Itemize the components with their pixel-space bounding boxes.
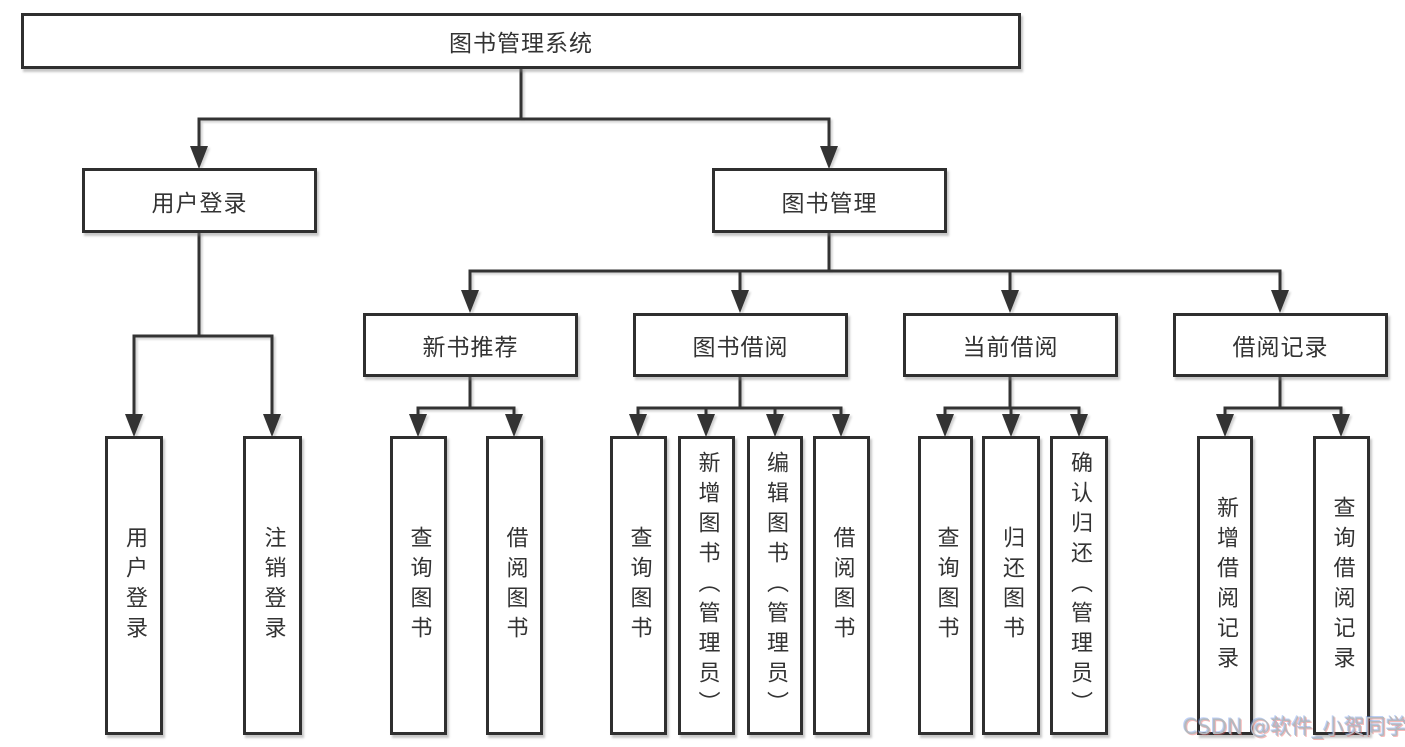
arrowhead xyxy=(1001,290,1019,313)
node-user-login-label: 用户登录 xyxy=(151,190,248,217)
leaf-edit-books-label: 编辑图书（管理员） xyxy=(763,450,788,721)
connector-book-borrow-to-leaves xyxy=(629,375,850,437)
leaf-borrow-books-2: 借阅图书 xyxy=(813,436,870,735)
watermark: CSDN @软件_小贺同学 xyxy=(1183,715,1405,739)
arrowhead xyxy=(820,146,838,169)
node-new-book-rec-label: 新书推荐 xyxy=(422,335,519,361)
leaf-query-books-2-label: 查询图书 xyxy=(626,525,652,646)
arrowhead xyxy=(697,414,715,437)
leaf-user-login: 用户登录 xyxy=(105,436,163,735)
node-current-borrow-label: 当前借阅 xyxy=(962,335,1059,361)
leaf-query-books-1: 查询图书 xyxy=(390,436,447,735)
node-user-login: 用户登录 xyxy=(82,168,317,233)
arrowhead xyxy=(1332,414,1350,437)
leaf-confirm-return: 确认归还（管理员） xyxy=(1050,436,1108,735)
leaf-query-books-1-label: 查询图书 xyxy=(406,525,432,646)
connector-book-mgmt-to-level3 xyxy=(461,231,1289,313)
connector-current-borrow-to-leaves xyxy=(936,375,1088,437)
node-book-mgmt: 图书管理 xyxy=(712,168,947,233)
leaf-query-books-2: 查询图书 xyxy=(610,436,667,735)
leaf-logout: 注销登录 xyxy=(243,436,302,735)
node-new-book-rec: 新书推荐 xyxy=(363,313,578,377)
leaf-query-books-3-label: 查询图书 xyxy=(933,525,959,646)
connector-new-book-rec-to-leaves xyxy=(409,375,523,437)
leaf-borrow-books-1-label: 借阅图书 xyxy=(502,525,528,646)
connector-borrow-records-to-leaves xyxy=(1216,375,1350,437)
leaf-add-books: 新增图书（管理员） xyxy=(678,436,735,735)
leaf-confirm-return-label: 确认归还（管理员） xyxy=(1067,450,1092,721)
node-book-mgmt-label: 图书管理 xyxy=(781,190,878,217)
arrowhead xyxy=(1216,414,1234,437)
leaf-logout-label: 注销登录 xyxy=(260,525,286,646)
arrowhead xyxy=(461,290,479,313)
arrowhead xyxy=(731,290,749,313)
arrowhead xyxy=(766,414,784,437)
arrowhead xyxy=(1002,414,1020,437)
leaf-query-borrow-record-label: 查询借阅记录 xyxy=(1329,495,1355,676)
connector-user-login-to-leaves xyxy=(125,231,281,437)
connector-root-to-level2 xyxy=(190,67,838,169)
leaf-borrow-books-2-label: 借阅图书 xyxy=(829,525,855,646)
leaf-add-borrow-record-label: 新增借阅记录 xyxy=(1213,495,1238,676)
arrowhead xyxy=(936,414,954,437)
arrowhead xyxy=(409,414,427,437)
leaf-return-books-label: 归还图书 xyxy=(999,525,1024,646)
node-root: 图书管理系统 xyxy=(21,13,1021,69)
arrowhead xyxy=(1070,414,1088,437)
node-book-borrow-label: 图书借阅 xyxy=(692,335,789,361)
leaf-query-borrow-record: 查询借阅记录 xyxy=(1313,436,1370,735)
leaf-add-borrow-record: 新增借阅记录 xyxy=(1197,436,1253,735)
leaf-query-books-3: 查询图书 xyxy=(918,436,973,735)
arrowhead xyxy=(190,146,208,169)
node-borrow-records: 借阅记录 xyxy=(1173,313,1388,377)
arrowhead xyxy=(832,414,850,437)
leaf-return-books: 归还图书 xyxy=(982,436,1040,735)
arrowhead xyxy=(1271,290,1289,313)
arrowhead xyxy=(263,414,281,437)
arrowhead xyxy=(505,414,523,437)
arrowhead xyxy=(125,414,143,437)
leaf-user-login-label: 用户登录 xyxy=(122,525,147,646)
node-borrow-records-label: 借阅记录 xyxy=(1232,335,1329,361)
node-book-borrow: 图书借阅 xyxy=(633,313,848,377)
node-current-borrow: 当前借阅 xyxy=(903,313,1118,377)
node-root-label: 图书管理系统 xyxy=(449,31,593,57)
arrowhead xyxy=(629,414,647,437)
leaf-add-books-label: 新增图书（管理员） xyxy=(694,450,720,721)
leaf-borrow-books-1: 借阅图书 xyxy=(486,436,543,735)
leaf-edit-books: 编辑图书（管理员） xyxy=(747,436,803,735)
